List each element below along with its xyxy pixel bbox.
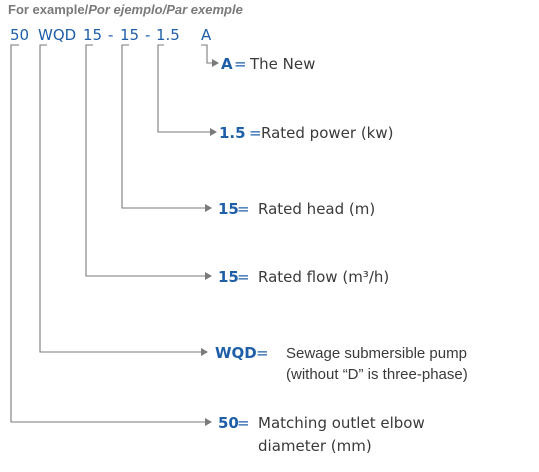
legend-key-50: 50 bbox=[218, 414, 239, 432]
connector-50 bbox=[10, 44, 205, 423]
arrow-power bbox=[210, 128, 217, 136]
code-dash-2: - bbox=[145, 26, 150, 44]
example-caption-rest: Por ejemplo/Par exemple bbox=[88, 2, 243, 17]
code-flow: 15 bbox=[83, 26, 102, 44]
arrow-wqd bbox=[201, 348, 208, 356]
legend-desc-wqd-line1: Sewage submersible pump bbox=[286, 345, 467, 362]
legend-key-a: A bbox=[221, 55, 233, 73]
legend-key-flow: 15 bbox=[218, 268, 239, 286]
code-a: A bbox=[201, 26, 212, 44]
legend-desc-wqd-line2: (without “D” is three-phase) bbox=[286, 366, 468, 383]
code-50: 50 bbox=[10, 26, 29, 44]
code-dash-1: - bbox=[108, 26, 113, 44]
connector-wqd bbox=[39, 44, 201, 353]
legend-eq-a: = bbox=[234, 55, 247, 73]
legend-eq-50: = bbox=[237, 414, 250, 432]
arrow-head bbox=[205, 204, 212, 212]
arrow-flow bbox=[205, 272, 212, 280]
legend-key-wqd: WQD bbox=[215, 344, 257, 362]
legend-key-head: 15 bbox=[218, 200, 239, 218]
legend-key-power: 1.5 bbox=[219, 124, 246, 142]
legend-desc-power: Rated power (kw) bbox=[261, 124, 393, 142]
arrow-a bbox=[212, 59, 219, 67]
legend-desc-a: The New bbox=[249, 55, 315, 73]
legend-eq-head: = bbox=[237, 200, 250, 218]
connector-head bbox=[121, 44, 205, 209]
legend-desc-head: Rated head (m) bbox=[258, 200, 375, 218]
code-wqd: WQD bbox=[38, 26, 76, 44]
code-head: 15 bbox=[120, 26, 139, 44]
legend-eq-power: = bbox=[249, 124, 262, 142]
legend-eq-wqd: = bbox=[256, 344, 269, 362]
legend-desc-50-line2: diameter (mm) bbox=[258, 437, 372, 455]
connector-a bbox=[201, 44, 212, 64]
legend-desc-flow: Rated flow (m³/h) bbox=[258, 268, 389, 286]
example-caption: For example/Por ejemplo/Par exemple bbox=[8, 2, 243, 17]
legend-eq-flow: = bbox=[237, 268, 250, 286]
connector-flow bbox=[85, 44, 205, 277]
code-power: 1.5 bbox=[156, 26, 180, 44]
arrow-50 bbox=[205, 418, 212, 426]
connector-power bbox=[157, 44, 210, 133]
example-caption-lead: For example/ bbox=[8, 2, 89, 17]
legend-desc-50-line1: Matching outlet elbow bbox=[258, 414, 425, 432]
